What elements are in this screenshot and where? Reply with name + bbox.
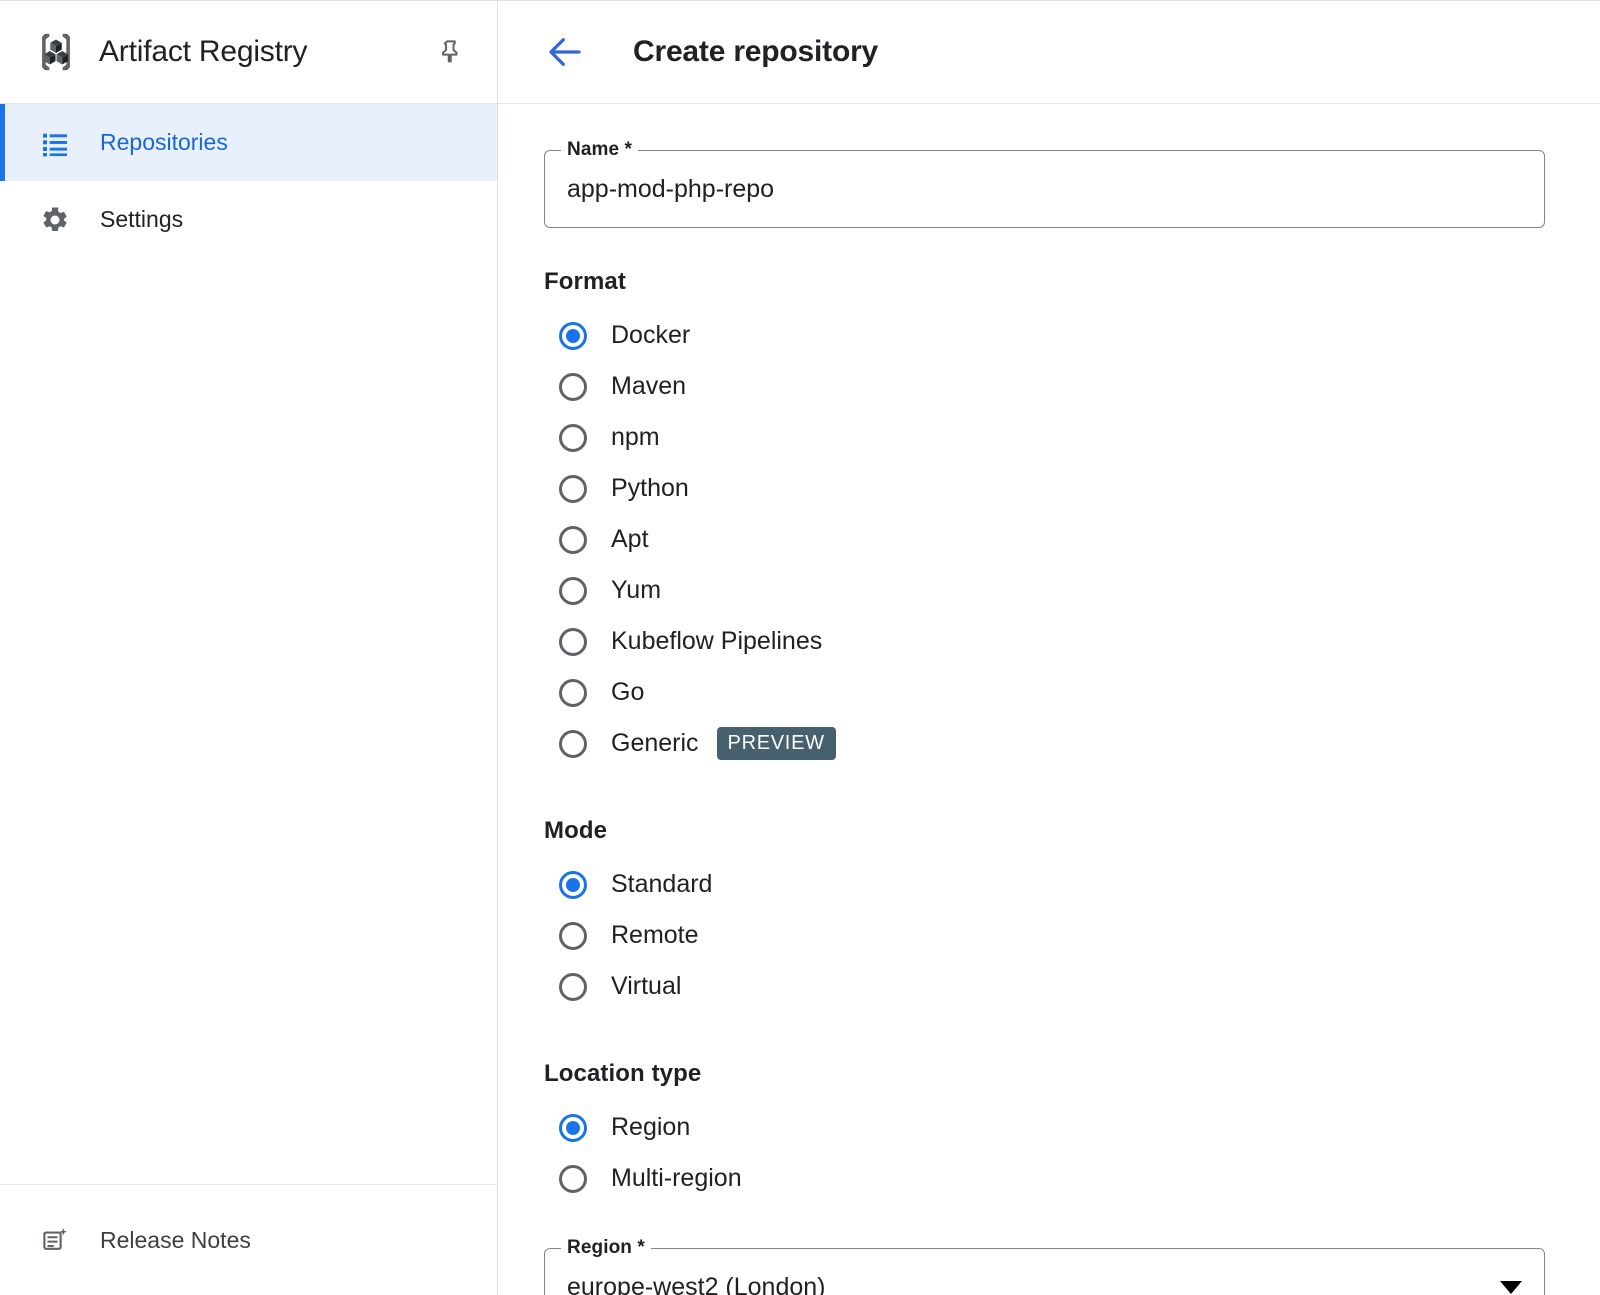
radio-icon[interactable] bbox=[559, 576, 587, 605]
format-option-label: Go bbox=[611, 678, 645, 706]
mode-option-label: Remote bbox=[611, 921, 699, 949]
format-option-go[interactable]: Go bbox=[544, 667, 1545, 718]
sidebar-item-settings[interactable]: Settings bbox=[0, 181, 497, 258]
sidebar-nav: Repositories Settings bbox=[0, 104, 497, 258]
name-input[interactable]: app-mod-php-repo bbox=[567, 174, 775, 203]
radio-icon[interactable] bbox=[559, 972, 587, 1001]
location-type-option-label: Multi-region bbox=[611, 1164, 742, 1192]
sidebar: Artifact Registry bbox=[0, 1, 498, 1295]
format-option-maven[interactable]: Maven bbox=[544, 361, 1545, 412]
location-type-group-title: Location type bbox=[544, 1060, 702, 1087]
format-option-label: Python bbox=[611, 474, 689, 502]
preview-badge: PREVIEW bbox=[716, 727, 836, 760]
format-option-generic[interactable]: Generic PREVIEW bbox=[544, 718, 1545, 769]
location-type-group: Location type Region Multi-region bbox=[544, 1060, 1545, 1204]
region-select[interactable]: Region * europe-west2 (London) bbox=[544, 1238, 1545, 1295]
mode-option-virtual[interactable]: Virtual bbox=[544, 961, 1545, 1012]
mode-group-title: Mode bbox=[544, 817, 608, 844]
format-option-apt[interactable]: Apt bbox=[544, 514, 1545, 565]
radio-icon[interactable] bbox=[559, 525, 587, 554]
location-type-option-region[interactable]: Region bbox=[544, 1102, 1545, 1153]
region-select-value: europe-west2 (London) bbox=[567, 1272, 826, 1295]
radio-icon[interactable] bbox=[559, 729, 587, 758]
release-notes-item[interactable]: Release Notes bbox=[0, 1184, 497, 1295]
pin-icon[interactable] bbox=[431, 32, 471, 72]
format-option-docker[interactable]: Docker bbox=[544, 310, 1545, 361]
sidebar-item-label: Settings bbox=[100, 206, 184, 232]
mode-group: Mode Standard Remote Virtual bbox=[544, 817, 1545, 1012]
format-option-label: npm bbox=[611, 423, 660, 451]
format-option-yum[interactable]: Yum bbox=[544, 565, 1545, 616]
chevron-down-icon[interactable] bbox=[1500, 1280, 1522, 1294]
radio-icon[interactable] bbox=[559, 321, 587, 350]
radio-icon[interactable] bbox=[559, 474, 587, 503]
mode-option-standard[interactable]: Standard bbox=[544, 859, 1545, 910]
format-option-kubeflow-pipelines[interactable]: Kubeflow Pipelines bbox=[544, 616, 1545, 667]
mode-option-remote[interactable]: Remote bbox=[544, 910, 1545, 961]
release-notes-label: Release Notes bbox=[100, 1226, 251, 1253]
radio-icon[interactable] bbox=[559, 678, 587, 707]
list-icon bbox=[38, 126, 72, 160]
radio-icon[interactable] bbox=[559, 1113, 587, 1142]
radio-icon[interactable] bbox=[559, 372, 587, 401]
name-field[interactable]: Name * app-mod-php-repo bbox=[544, 140, 1545, 228]
format-option-label: Kubeflow Pipelines bbox=[611, 627, 823, 655]
create-repository-form: Name * app-mod-php-repo Format Docker Ma… bbox=[498, 104, 1600, 1295]
artifact-registry-cubes-icon bbox=[30, 26, 82, 78]
format-option-label: Docker bbox=[611, 321, 691, 349]
sidebar-item-repositories[interactable]: Repositories bbox=[0, 104, 497, 181]
format-option-label: Yum bbox=[611, 576, 662, 604]
sidebar-header: Artifact Registry bbox=[0, 1, 497, 104]
radio-icon[interactable] bbox=[559, 627, 587, 656]
sidebar-item-label: Repositories bbox=[100, 129, 228, 155]
main-content: Create repository Name * app-mod-php-rep… bbox=[498, 1, 1600, 1295]
radio-icon[interactable] bbox=[559, 870, 587, 899]
format-option-npm[interactable]: npm bbox=[544, 412, 1545, 463]
format-option-label: Generic bbox=[611, 729, 699, 757]
mode-option-label: Virtual bbox=[611, 972, 682, 1000]
region-select-label: Region * bbox=[561, 1238, 651, 1258]
radio-icon[interactable] bbox=[559, 1164, 587, 1193]
format-group-title: Format bbox=[544, 268, 626, 295]
page-header: Create repository bbox=[498, 1, 1600, 104]
radio-icon[interactable] bbox=[559, 423, 587, 452]
gear-icon bbox=[38, 203, 72, 237]
app-title: Artifact Registry bbox=[99, 35, 308, 68]
arrow-left-icon[interactable] bbox=[542, 29, 588, 75]
format-option-label: Maven bbox=[611, 372, 687, 400]
page-title: Create repository bbox=[633, 35, 879, 68]
format-option-python[interactable]: Python bbox=[544, 463, 1545, 514]
format-option-label: Apt bbox=[611, 525, 649, 553]
format-group: Format Docker Maven npm Python bbox=[544, 268, 1545, 769]
name-field-label: Name * bbox=[561, 140, 639, 160]
release-notes-icon bbox=[38, 1223, 72, 1257]
location-type-option-label: Region bbox=[611, 1113, 691, 1141]
radio-icon[interactable] bbox=[559, 921, 587, 950]
location-type-option-multi-region[interactable]: Multi-region bbox=[544, 1153, 1545, 1204]
mode-option-label: Standard bbox=[611, 870, 713, 898]
